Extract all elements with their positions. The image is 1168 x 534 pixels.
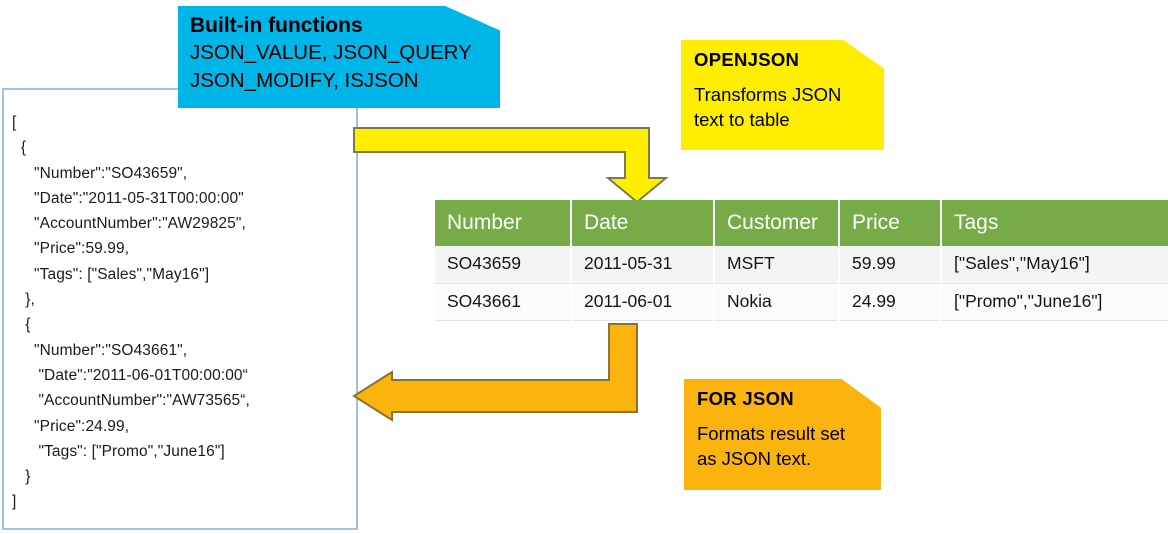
cell-date: 2011-05-31 [571, 246, 715, 283]
cell-date: 2011-06-01 [571, 283, 715, 320]
forjson-flow-arrow-icon [352, 323, 638, 422]
callout-for-json-body: Formats result set as JSON text. [697, 423, 846, 469]
callout-built-in-functions-body: JSON_VALUE, JSON_QUERY JSON_MODIFY, ISJS… [190, 41, 472, 92]
json-document-text: [ { "Number":"SO43659", "Date":"2011-05-… [12, 114, 250, 511]
column-header-customer[interactable]: Customer [714, 200, 840, 246]
cell-customer: MSFT [714, 246, 840, 283]
callout-built-in-functions-title: Built-in functions [190, 14, 363, 37]
json-document-panel: [ { "Number":"SO43659", "Date":"2011-05-… [2, 88, 358, 530]
cell-tags: ["Promo","June16"] [941, 283, 1168, 320]
column-header-number[interactable]: Number [435, 200, 572, 246]
callout-for-json-title: FOR JSON [697, 388, 794, 409]
table-header-row: Number Date Customer Price Tags [435, 200, 1168, 246]
column-header-date[interactable]: Date [571, 200, 715, 246]
callout-for-json: FOR JSON Formats result set as JSON text… [684, 379, 881, 490]
cell-price: 59.99 [839, 246, 942, 283]
table-row: SO43659 2011-05-31 MSFT 59.99 ["Sales","… [435, 246, 1168, 283]
callout-openjson: OPENJSON Transforms JSON text to table [681, 40, 884, 150]
callout-openjson-body: Transforms JSON text to table [694, 84, 842, 130]
column-header-price[interactable]: Price [839, 200, 942, 246]
cell-customer: Nokia [714, 283, 840, 320]
result-set-table: Number Date Customer Price Tags SO43659 … [435, 200, 1168, 321]
cell-number: SO43661 [435, 283, 572, 320]
openjson-flow-arrow-icon [353, 127, 669, 204]
cell-number: SO43659 [435, 246, 572, 283]
table-row: SO43661 2011-06-01 Nokia 24.99 ["Promo",… [435, 283, 1168, 320]
cell-price: 24.99 [839, 283, 942, 320]
cell-tags: ["Sales","May16"] [941, 246, 1168, 283]
callout-openjson-title: OPENJSON [694, 49, 800, 70]
callout-built-in-functions: Built-in functions JSON_VALUE, JSON_QUER… [178, 6, 500, 108]
column-header-tags[interactable]: Tags [941, 200, 1168, 246]
